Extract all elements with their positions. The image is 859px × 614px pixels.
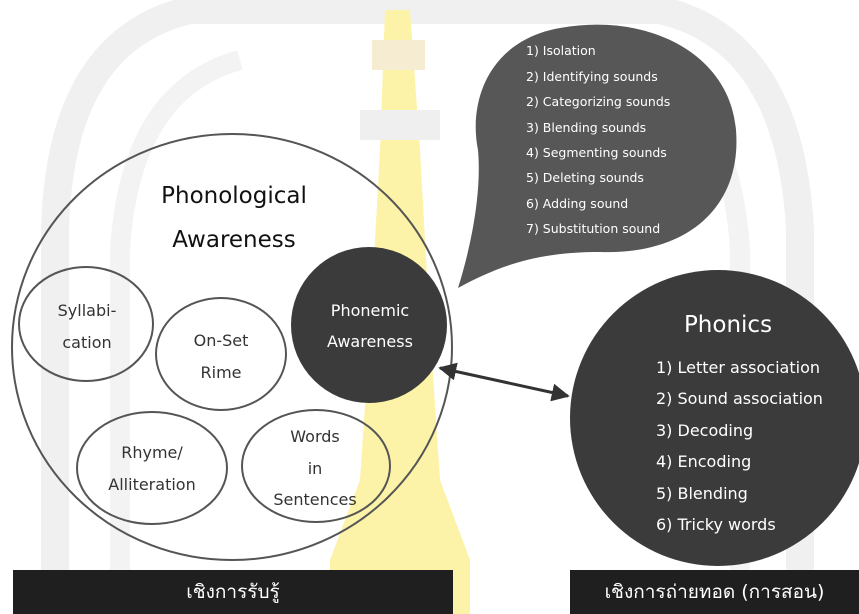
phonemic-label-line1: Phonemic xyxy=(331,301,409,320)
phonemic-skill-item: 2) Identifying sounds xyxy=(526,69,658,84)
phonics-item: 2) Sound association xyxy=(656,389,823,408)
words-label-line2: in xyxy=(308,459,323,478)
phonological-awareness-circle xyxy=(11,133,453,561)
footer-label-receptive: เชิงการรับรู้ xyxy=(186,581,280,603)
phonemic-skill-item: 3) Blending sounds xyxy=(526,120,646,135)
phonics-item: 6) Tricky words xyxy=(656,515,776,534)
syllabication-circle xyxy=(18,266,154,382)
words-label-line3: Sentences xyxy=(273,490,356,509)
phonemic-label-line2: Awareness xyxy=(327,332,413,351)
phonics-title: Phonics xyxy=(684,312,772,338)
phonics-item: 3) Decoding xyxy=(656,421,753,440)
rhyme-label-line1: Rhyme/ xyxy=(121,443,183,462)
footer-label-instructional: เชิงการถ่ายทอด (การสอน) xyxy=(604,581,825,603)
phonological-title-line1: Phonological xyxy=(161,183,307,209)
words-in-sentences-circle xyxy=(241,409,391,523)
phonemic-skill-item: 2) Categorizing sounds xyxy=(526,94,670,109)
phonics-item: 4) Encoding xyxy=(656,452,751,471)
relation-arrow xyxy=(438,362,570,402)
phonological-title-line2: Awareness xyxy=(172,227,296,253)
onset-rime-label-line1: On-Set xyxy=(194,331,249,350)
rhyme-label-line2: Alliteration xyxy=(108,475,195,494)
phonemic-skills-bubble xyxy=(458,24,737,289)
phonics-circle xyxy=(570,270,859,566)
words-label-line1: Words xyxy=(290,427,339,446)
rhyme-alliteration-circle xyxy=(76,411,228,525)
phonics-item: 1) Letter association xyxy=(656,358,820,377)
footer-bar-receptive: เชิงการรับรู้ xyxy=(13,570,453,614)
phonemic-skill-item: 1) Isolation xyxy=(526,43,596,58)
phonemic-skill-item: 5) Deleting sounds xyxy=(526,170,644,185)
phonemic-skills-list: 1) Isolation 2) Identifying sounds 2) Ca… xyxy=(526,43,670,236)
phonemic-skill-item: 7) Substitution sound xyxy=(526,221,660,236)
phonics-item: 5) Blending xyxy=(656,484,748,503)
phonemic-awareness-circle xyxy=(291,247,447,403)
onset-rime-label-line2: Rime xyxy=(201,363,242,382)
phonemic-skill-item: 4) Segmenting sounds xyxy=(526,145,667,160)
syllabication-label-line2: cation xyxy=(62,333,111,352)
onset-rime-circle xyxy=(155,297,287,411)
footer-bar-instructional: เชิงการถ่ายทอด (การสอน) xyxy=(570,570,859,614)
syllabication-label-line1: Syllabi- xyxy=(58,301,117,320)
phonics-list: 1) Letter association 2) Sound associati… xyxy=(656,358,823,534)
phonemic-skill-item: 6) Adding sound xyxy=(526,196,628,211)
